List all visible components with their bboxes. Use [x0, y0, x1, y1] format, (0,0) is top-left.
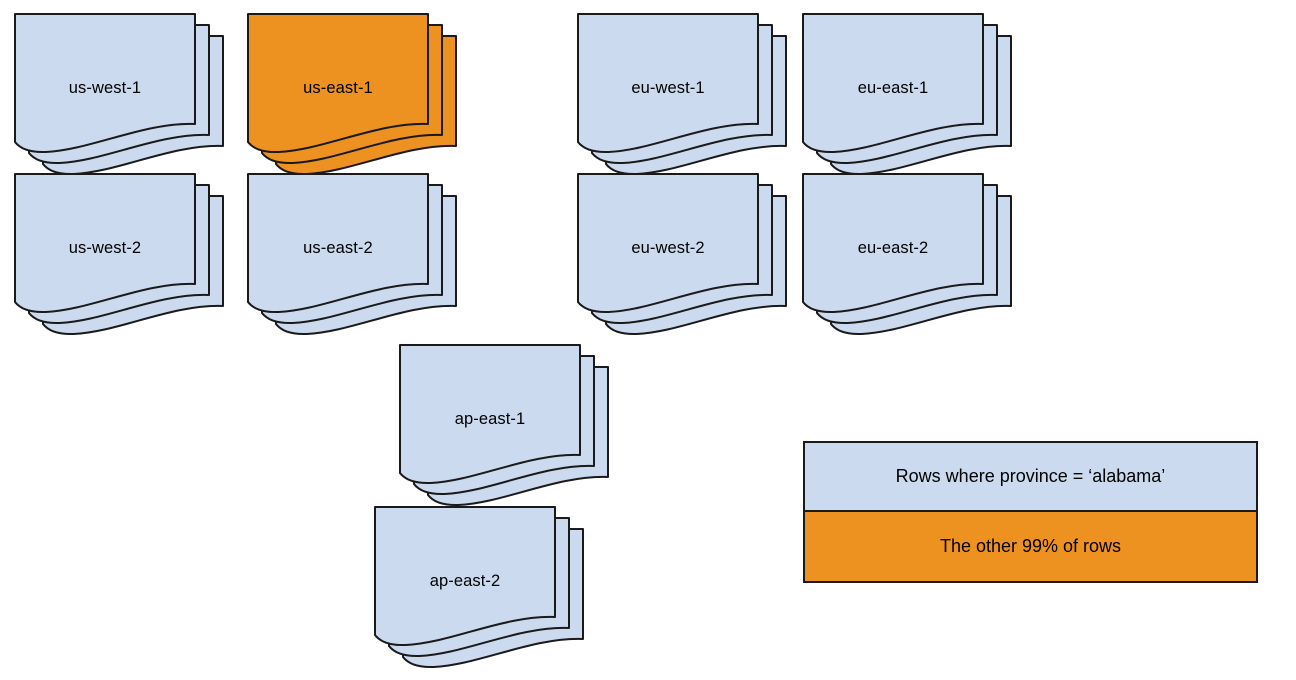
legend-row-blue: Rows where province = ‘alabama’: [805, 443, 1256, 512]
document-stack-us-east-2[interactable]: us-east-2: [247, 173, 458, 336]
document-stack-us-west-1[interactable]: us-west-1: [14, 13, 225, 176]
document-stack-eu-east-1[interactable]: eu-east-1: [802, 13, 1013, 176]
stack-sheets-eu-west-2: [577, 173, 787, 336]
stack-sheets-us-east-2: [247, 173, 457, 336]
stack-sheets-us-west-2: [14, 173, 224, 336]
legend-row-orange: The other 99% of rows: [805, 512, 1256, 581]
stack-sheets-ap-east-2: [374, 506, 584, 669]
stack-sheets-eu-east-2: [802, 173, 1012, 336]
legend-row-label: The other 99% of rows: [939, 536, 1122, 556]
stack-sheets-us-west-1: [14, 13, 224, 176]
document-stack-eu-west-1[interactable]: eu-west-1: [577, 13, 788, 176]
document-stack-us-east-1[interactable]: us-east-1: [247, 13, 458, 176]
stack-sheets-us-east-1: [247, 13, 457, 176]
stack-sheets-eu-west-1: [577, 13, 787, 176]
document-stack-ap-east-2[interactable]: ap-east-2: [374, 506, 585, 669]
document-stack-us-west-2[interactable]: us-west-2: [14, 173, 225, 336]
stack-sheets-ap-east-1: [399, 344, 609, 507]
document-stack-ap-east-1[interactable]: ap-east-1: [399, 344, 610, 507]
document-stack-eu-east-2[interactable]: eu-east-2: [802, 173, 1013, 336]
legend-row-label: Rows where province = ‘alabama’: [895, 466, 1166, 486]
document-stack-eu-west-2[interactable]: eu-west-2: [577, 173, 788, 336]
legend: Rows where province = ‘alabama’ The other…: [803, 441, 1258, 583]
stack-sheets-eu-east-1: [802, 13, 1012, 176]
